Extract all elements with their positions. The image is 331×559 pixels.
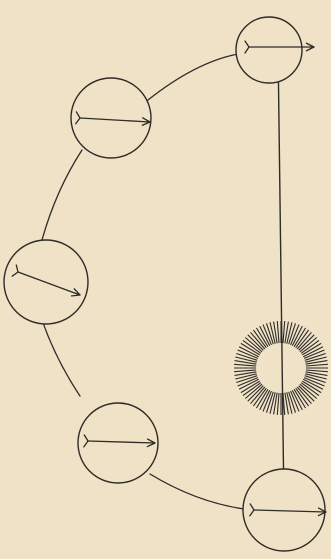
radiant-sun-icon — [234, 321, 328, 415]
orbit-arc-segment — [148, 54, 238, 100]
sun-ray — [234, 364, 256, 366]
sun-ray — [299, 386, 315, 402]
sun-ray — [234, 370, 256, 372]
vertical-connecting-line — [278, 46, 284, 508]
sun-ray — [245, 338, 262, 352]
sun-ray — [300, 384, 317, 398]
planet-circle — [236, 17, 302, 83]
orbit-position-1 — [236, 17, 314, 83]
orbit-position-3 — [4, 240, 88, 324]
sun-ray — [299, 335, 315, 351]
sun-ray — [248, 335, 263, 351]
sun-ray — [297, 332, 311, 349]
orbit-position-5 — [243, 469, 326, 551]
sun-ray — [300, 338, 317, 352]
sun-ray — [245, 384, 262, 398]
orbit-arc-segment — [150, 474, 244, 509]
orbit-position-2 — [71, 78, 151, 158]
sun-ray — [283, 321, 285, 343]
sun-ray — [251, 332, 265, 349]
orbit-arc-segment — [42, 150, 82, 240]
orbit-position-4 — [78, 403, 158, 483]
orbit-arc-segment — [42, 320, 80, 396]
sun-ray — [248, 386, 263, 402]
sun-ray — [306, 370, 328, 372]
sun-ray — [251, 387, 265, 404]
sun-ray — [306, 364, 328, 366]
sun-ray — [277, 393, 279, 415]
sun-ray — [277, 321, 279, 343]
sun-ray — [297, 387, 311, 404]
